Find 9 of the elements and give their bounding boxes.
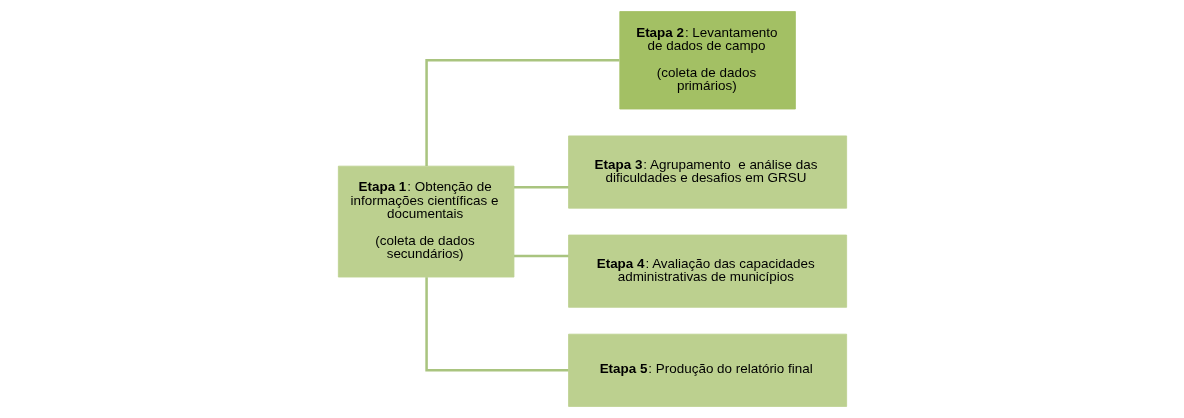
node-box: Etapa 4: Avaliação das capacidades administrativas de municípios — [567, 234, 847, 308]
connector — [424, 277, 568, 372]
connector — [513, 254, 569, 258]
node-box: Etapa 3: Agrupamento e análise das dificuldades e desafios em GRSU — [567, 135, 847, 209]
connector — [424, 59, 619, 167]
node-box: Etapa 2: Levantamento de dados de campo (coleta de dados primários) — [618, 11, 796, 110]
connector — [513, 185, 569, 189]
node-box: Etapa 5: Produção do relatório final — [567, 333, 847, 407]
node-box: Etapa 1: Obtenção de informações científicas e documentais (coleta de dados secundários) — [337, 165, 514, 278]
